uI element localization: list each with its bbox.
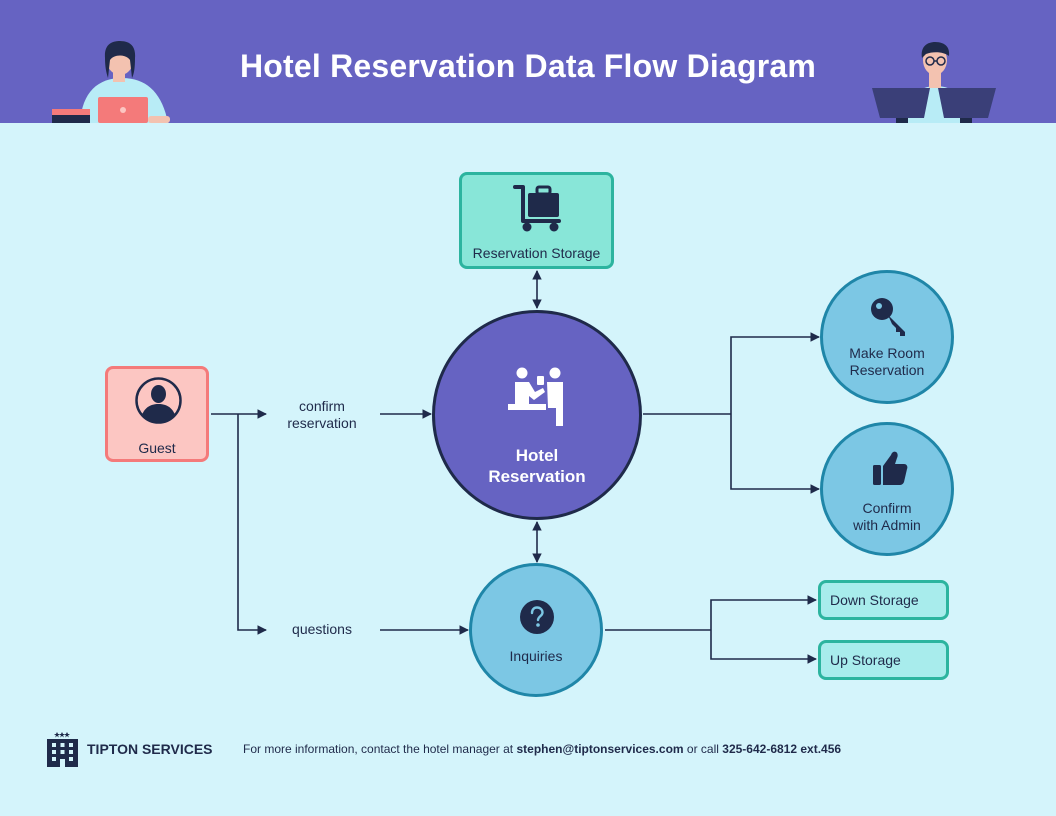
footer-info-prefix: For more information, contact the hotel …	[243, 742, 514, 756]
reservation-line-main: Reservation	[488, 467, 586, 486]
make-room-line: Make Room	[849, 345, 925, 361]
reservation-storage-node[interactable]: Reservation Storage	[459, 172, 614, 269]
branch-make-room-connector	[730, 332, 820, 414]
confirm-with-admin-node[interactable]: Confirm with Admin	[820, 422, 954, 556]
building-icon	[47, 732, 78, 767]
user-icon	[135, 377, 182, 424]
hotel-reservation-node[interactable]: Hotel Reservation	[432, 310, 642, 520]
footer-phone[interactable]: 325-642-6812 ext.456	[722, 742, 842, 756]
make-room-reservation-line: Reservation	[849, 362, 925, 378]
reception-desk-icon	[508, 367, 563, 426]
down-storage-node[interactable]: Down Storage	[818, 580, 949, 620]
confirm-line-admin: Confirm	[862, 500, 912, 516]
questions-flow-label: questions	[292, 621, 352, 637]
luggage-cart-icon	[513, 185, 561, 232]
up-storage-label: Up Storage	[830, 652, 901, 668]
header-banner: Hotel Reservation Data Flow Diagram	[0, 0, 1056, 123]
guest-label: Guest	[138, 440, 176, 456]
footer-brand: TIPTON SERVICES	[87, 741, 213, 757]
footer-email-link[interactable]: stephen@tiptonservices.com	[516, 742, 684, 756]
reservation-line: reservation	[287, 415, 357, 431]
footer-info-middle: or call	[686, 742, 719, 756]
guest-questions-connector	[237, 414, 267, 635]
confirm-reservation-flow-label: confirm reservation	[270, 398, 374, 432]
key-icon	[871, 298, 905, 336]
make-room-reservation-node[interactable]: Make Room Reservation	[820, 270, 954, 404]
branch-down-storage-connector	[710, 595, 817, 630]
inquiries-label: Inquiries	[509, 648, 563, 664]
page-title: Hotel Reservation Data Flow Diagram	[239, 48, 817, 84]
down-storage-label: Down Storage	[830, 592, 919, 608]
thumbs-up-icon	[873, 451, 908, 485]
guest-node[interactable]: Guest	[105, 366, 209, 462]
confirm-line: confirm	[299, 398, 345, 414]
with-admin-line: with Admin	[853, 517, 921, 533]
man-monitors-illustration	[872, 42, 996, 123]
branch-confirm-admin-connector	[730, 414, 820, 494]
footer-contact: For more information, contact the hotel …	[243, 742, 841, 756]
woman-laptop-illustration	[52, 41, 170, 123]
inquiries-node[interactable]: Inquiries	[469, 563, 603, 697]
hotel-line: Hotel	[515, 446, 559, 465]
up-storage-node[interactable]: Up Storage	[818, 640, 949, 680]
branch-up-storage-connector	[710, 630, 817, 664]
reservation-storage-label: Reservation Storage	[472, 245, 601, 261]
question-icon	[520, 600, 554, 634]
